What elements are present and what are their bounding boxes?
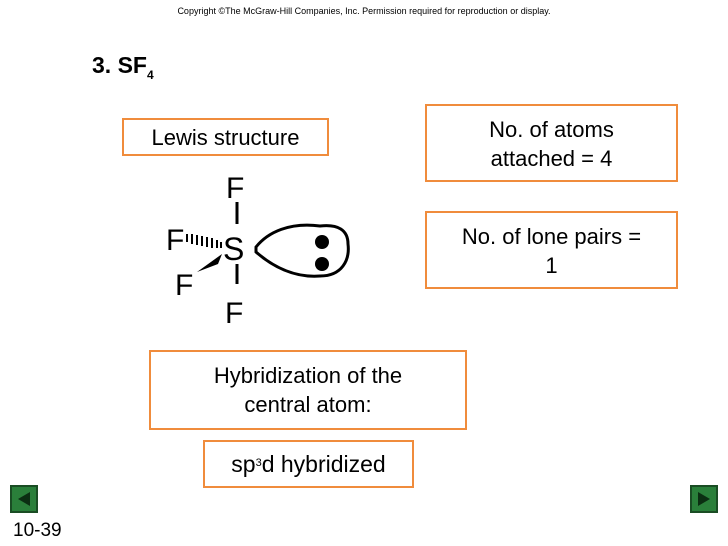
hybridization-line2: central atom: (244, 392, 372, 417)
heading-subscript: 4 (146, 68, 154, 82)
sf4-lewis-structure: F F S F F (166, 172, 350, 330)
atoms-attached-line2: attached = 4 (490, 146, 613, 171)
fluorine-left: F (166, 224, 184, 257)
lone-pair-electron-2 (315, 257, 329, 271)
fluorine-lower-left: F (175, 269, 193, 302)
lewis-structure-text: Lewis structure (151, 125, 300, 150)
heading-text: 3. SF (92, 52, 147, 78)
fluorine-top: F (226, 172, 244, 205)
answer-superscript: 3 (255, 457, 262, 469)
bond-lower-left-solid-wedge (197, 254, 222, 272)
lone-pair-orbital (254, 223, 350, 278)
previous-slide-button[interactable] (10, 485, 38, 513)
atoms-attached-box: No. of atoms attached = 4 (425, 104, 678, 182)
triangle-right-icon (698, 492, 710, 506)
atoms-attached-line1: No. of atoms (489, 117, 614, 142)
lone-pairs-line2: 1 (545, 253, 558, 278)
bond-left-hashed-wedge (186, 234, 222, 248)
triangle-left-icon (18, 492, 30, 506)
slide-number: 10-39 (13, 520, 62, 541)
slide-heading: 3. SF4 (92, 52, 154, 82)
lone-pair-electron-1 (315, 235, 329, 249)
copyright-notice: Copyright ©The McGraw-Hill Companies, In… (177, 6, 551, 16)
hybridization-answer-box: sp3d hybridized (203, 440, 414, 488)
sulfur-atom: S (223, 231, 244, 267)
lone-pairs-line1: No. of lone pairs = (461, 224, 642, 249)
hybridization-line1: Hybridization of the (213, 363, 403, 388)
answer-suffix: d hybridized (261, 451, 386, 477)
next-slide-button[interactable] (690, 485, 718, 513)
lone-pairs-box: No. of lone pairs = 1 (425, 211, 678, 289)
fluorine-bottom: F (225, 297, 243, 330)
answer-prefix: sp (231, 451, 256, 477)
lewis-structure-label: Lewis structure (122, 118, 329, 156)
hybridization-question-box: Hybridization of the central atom: (149, 350, 467, 430)
